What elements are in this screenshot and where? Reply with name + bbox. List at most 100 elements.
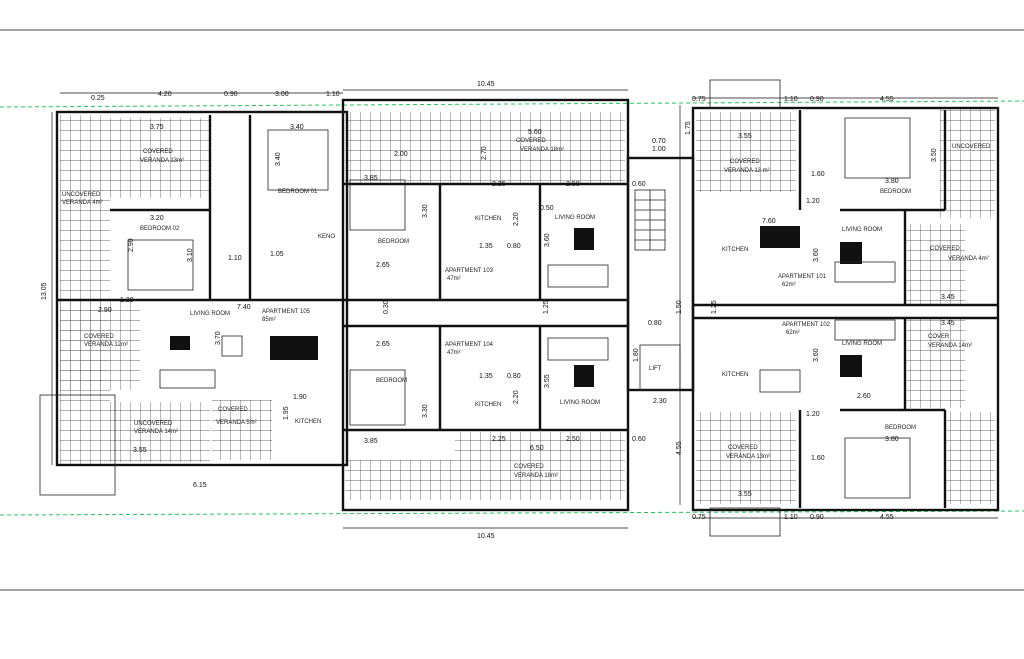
label-veranda-18-bottom: VERANDA 18m² xyxy=(514,473,558,479)
dim-120-r2: 1.20 xyxy=(806,411,820,418)
dimension-lines xyxy=(51,89,998,529)
label-covered-veranda-bottom: COVERED xyxy=(514,464,544,470)
dim-250-a: 2.50 xyxy=(566,181,580,188)
dim-345: 3.45 xyxy=(941,294,955,301)
dim-370-vert: 3.70 xyxy=(215,331,222,345)
dim-740: 7.40 xyxy=(237,304,251,311)
dim-225-b: 2.25 xyxy=(492,436,506,443)
label-apartment-102: APARTMENT 102 xyxy=(782,322,831,328)
dim-290-vert: 2.90 xyxy=(128,238,135,252)
dim-360-vert-r2: 3.60 xyxy=(813,348,820,362)
dim-355-left: 3.55 xyxy=(133,447,147,454)
dim-090-a: 0.90 xyxy=(224,91,238,98)
dim-030-vert: 0.30 xyxy=(383,300,390,314)
dim-340-vert: 3.40 xyxy=(275,152,282,166)
dim-385-a: 3.85 xyxy=(364,175,378,182)
label-apartment-101-area: 62m² xyxy=(782,282,796,288)
label-covered-veranda-5: COVERED xyxy=(218,407,248,413)
label-bedroom-104: BEDROOM xyxy=(376,378,407,384)
dim-455-bottom: 4.55 xyxy=(880,514,894,521)
dim-110-bottom-r: 1.10 xyxy=(784,514,798,521)
dim-050-vert: 0.50 xyxy=(540,205,554,212)
dim-385-b: 3.85 xyxy=(364,438,378,445)
dim-265-a: 2.65 xyxy=(376,262,390,269)
boundary-line-top xyxy=(0,100,1024,108)
dim-340-a: 3.40 xyxy=(290,124,304,131)
furniture xyxy=(39,79,911,537)
dim-345-b: 3.45 xyxy=(941,320,955,327)
label-apartment-104: APARTMENT 104 xyxy=(445,342,494,348)
dim-160-r2: 1.60 xyxy=(811,455,825,462)
dim-455-top: 4.55 xyxy=(880,96,894,103)
label-apartment-102-area: 62m² xyxy=(786,330,800,336)
dim-175-vert: 1.75 xyxy=(685,121,692,135)
label-bedroom-103: BEDROOM xyxy=(378,239,409,245)
label-bedroom-102: BEDROOM xyxy=(885,425,916,431)
dim-060-a: 0.60 xyxy=(632,181,646,188)
dim-360-vert-r1: 3.60 xyxy=(813,248,820,262)
dim-455-vert: 4.55 xyxy=(676,441,683,455)
label-veranda-14-right: VERANDA 14m² xyxy=(928,343,972,349)
dim-760: 7.60 xyxy=(762,218,776,225)
dim-355-bottom: 3.55 xyxy=(738,491,752,498)
dim-330-vert-a: 3.30 xyxy=(422,204,429,218)
label-living-104: LIVING ROOM xyxy=(560,400,600,406)
label-veranda-12: VERANDA 12m² xyxy=(84,342,128,348)
dim-355-top: 3.55 xyxy=(738,133,752,140)
dim-135-b: 1.35 xyxy=(479,373,493,380)
label-kitchen-105: KITCHEN xyxy=(295,419,321,425)
label-bedroom-02: BEDROOM 02 xyxy=(140,226,180,232)
dim-190: 1.90 xyxy=(293,394,307,401)
dim-125-vert-a: 1.25 xyxy=(543,300,550,314)
dim-110-b: 1.10 xyxy=(228,255,242,262)
dim-080-lift: 0.80 xyxy=(648,320,662,327)
dim-150-vert: 1.50 xyxy=(676,300,683,314)
label-apartment-103-area: 47m² xyxy=(447,276,461,282)
dim-225-a: 2.25 xyxy=(492,181,506,188)
label-veranda-4-right: VERANDA 4m² xyxy=(948,256,989,262)
dim-1305-vert: 13.05 xyxy=(41,282,48,300)
dim-260: 2.60 xyxy=(857,393,871,400)
label-veranda-18-top: VERANDA 18m² xyxy=(520,147,564,153)
dim-355-vert: 3.55 xyxy=(544,374,551,388)
label-uncovered-left: UNCOVERED xyxy=(62,192,101,198)
dim-120-a: 1.20 xyxy=(120,297,134,304)
label-veranda-4-left: VERANDA 4m² xyxy=(62,200,103,206)
dim-265-b: 2.65 xyxy=(376,341,390,348)
walls xyxy=(55,98,1000,512)
label-veranda-13-left: VERANDA 13m² xyxy=(140,158,184,164)
dim-135-a: 1.35 xyxy=(479,243,493,250)
label-bedroom-101: BEDROOM xyxy=(880,189,911,195)
dim-220-vert-a: 2.20 xyxy=(513,212,520,226)
label-keno: KENO xyxy=(318,234,335,240)
dim-650: 6.50 xyxy=(530,445,544,452)
label-lift: LIFT xyxy=(649,366,662,372)
label-apartment-104-area: 47m² xyxy=(447,350,461,356)
dim-090-top-r: 0.90 xyxy=(810,96,824,103)
label-kitchen-101: KITCHEN xyxy=(722,247,748,253)
dim-070: 0.70 xyxy=(652,138,666,145)
dim-320: 3.20 xyxy=(150,215,164,222)
dim-310-vert: 3.10 xyxy=(187,248,194,262)
dim-300: 3.00 xyxy=(275,91,289,98)
label-apartment-101: APARTMENT 101 xyxy=(778,274,827,280)
label-bedroom-01: BEDROOM 01 xyxy=(278,189,318,195)
veranda-tiles xyxy=(60,108,995,504)
dim-110-top-r: 1.10 xyxy=(784,96,798,103)
dim-105: 1.05 xyxy=(270,251,284,258)
label-apartment-105-area: 85m² xyxy=(262,317,276,323)
dim-360-vert-a: 3.60 xyxy=(544,233,551,247)
dim-110-a: 1.10 xyxy=(326,91,340,98)
dim-075-top: 0.75 xyxy=(692,96,706,103)
label-covered-veranda-12: COVERED xyxy=(84,334,114,340)
label-uncovered-veranda-14: UNCOVERED xyxy=(134,421,173,427)
label-covered-veranda-r2: COVERED xyxy=(930,246,960,252)
dim-125-vert-b: 1.25 xyxy=(711,300,718,314)
label-veranda-13-r1: VERANDA 13 m² xyxy=(724,168,770,174)
dim-075-bottom: 0.75 xyxy=(692,514,706,521)
dim-290: 2.90 xyxy=(98,307,112,314)
dim-380-bottom: 3.80 xyxy=(885,436,899,443)
label-covered-veranda-r1: COVERED xyxy=(730,159,760,165)
label-living-102: LIVING ROOM xyxy=(842,341,882,347)
